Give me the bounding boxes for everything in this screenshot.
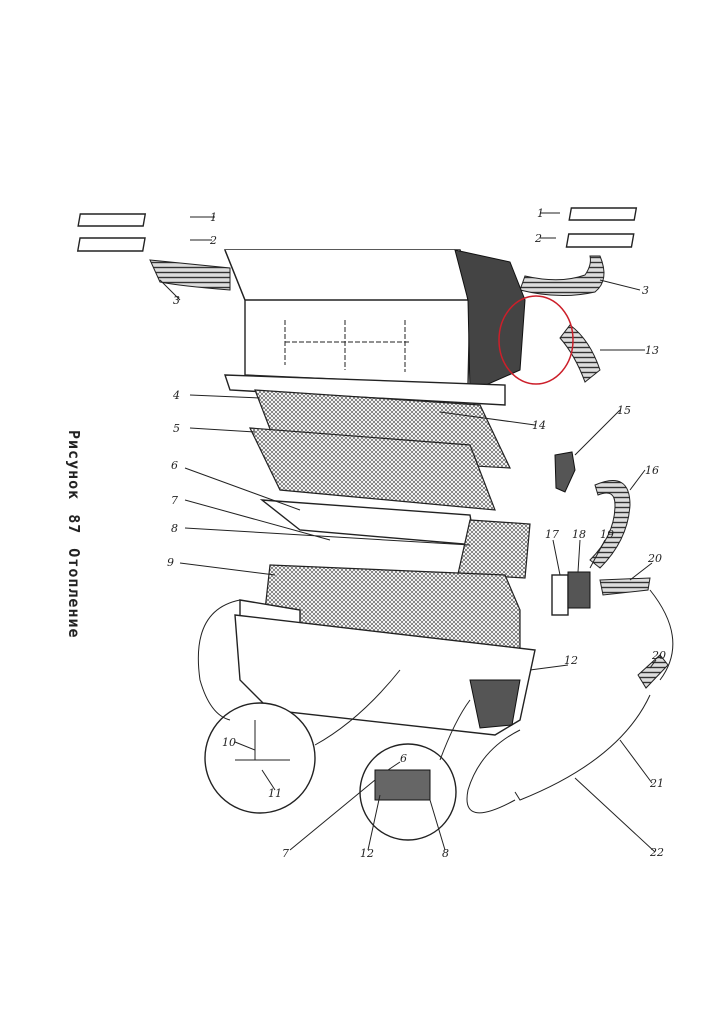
callout-7-inset: 7 [282,847,289,860]
callout-12-inset: 12 [360,847,374,860]
cover-plate [457,519,531,579]
filter-panels [249,389,511,511]
callout-19: 19 [600,528,614,541]
caption-number: 87 [65,514,83,535]
detail-inset-mount [204,702,316,814]
callout-12-tray: 12 [564,654,578,667]
callout-14: 14 [532,419,546,432]
callout-8: 8 [171,522,178,535]
callout-1-left: 1 [210,211,217,224]
callout-3-left: 3 [173,294,180,307]
callout-1-right: 1 [537,207,544,220]
callout-3-right: 3 [642,284,649,297]
callout-13: 13 [645,344,659,357]
callout-2-right: 2 [534,232,542,245]
callout-7: 7 [171,494,178,507]
figure-caption: Рисунок 87Отопление [64,430,84,639]
valve-and-hoses [466,451,674,814]
callout-5: 5 [173,422,180,435]
heater-housing [223,249,526,406]
gasket [259,499,476,546]
callout-8-inset: 8 [442,847,449,860]
vent-grille-left [76,213,231,291]
caption-title: Отопление [65,548,83,639]
callout-6: 6 [171,459,178,472]
callout-10: 10 [222,736,236,749]
callout-20-upper: 20 [647,552,662,565]
callout-18: 18 [572,528,586,541]
callout-16: 16 [645,464,659,477]
callout-6-inset: 6 [400,752,407,765]
vent-grille-right [519,207,638,383]
callout-11: 11 [268,787,282,800]
callout-4: 4 [172,389,180,402]
radiator [234,564,536,736]
caption-label: Рисунок [65,430,83,501]
callout-17: 17 [545,528,559,541]
callout-21: 21 [649,777,664,790]
callout-22: 22 [649,846,664,859]
callout-15: 15 [617,404,631,417]
callout-9: 9 [167,556,174,569]
callout-2-left: 2 [209,234,217,247]
callout-20-lower: 20 [651,649,666,662]
highlight-circle [498,295,574,385]
